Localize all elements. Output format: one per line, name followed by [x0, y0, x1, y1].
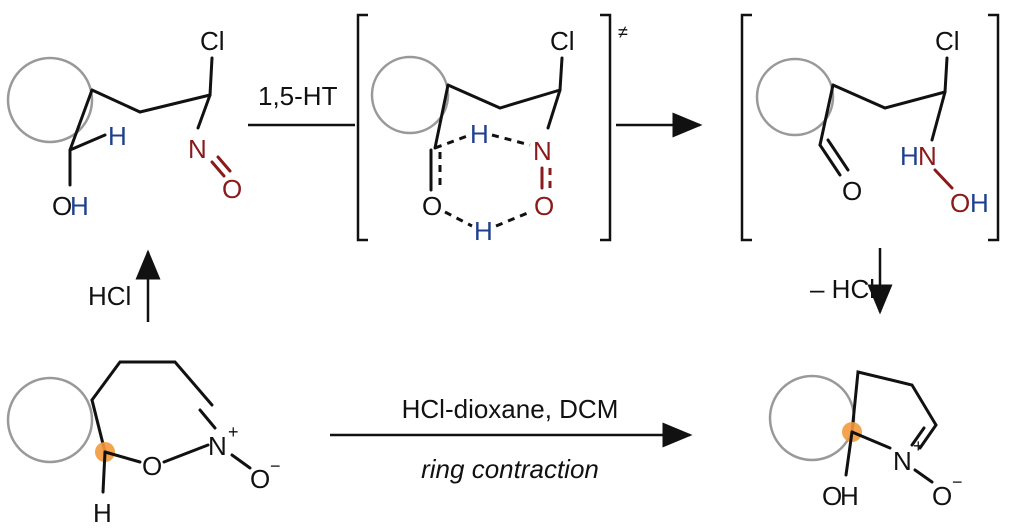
charge-plus: +	[228, 422, 239, 442]
chloronitroso-alcohol: Cl H N O O H	[6, 26, 242, 221]
atom-cl: Cl	[200, 26, 225, 56]
ring-placeholder	[6, 56, 94, 144]
atom-n: N	[188, 134, 207, 164]
atom-o-nitroso: O	[534, 191, 554, 221]
charge-minus: −	[952, 472, 963, 492]
atom-o-ring: O	[142, 451, 162, 481]
charge-minus: −	[270, 456, 281, 476]
bracket-left	[356, 13, 368, 242]
atom-cl: Cl	[935, 26, 960, 56]
hydroxylamine-intermediate: Cl O H N O H	[740, 13, 1000, 242]
atom-h-hydroxyl: H	[970, 188, 989, 218]
pyrroline-n-oxide: N + O − O H	[768, 370, 963, 511]
atom-o-hydroxyl: O	[52, 191, 72, 221]
atom-o-oxide: O	[932, 481, 952, 511]
charge-plus: +	[913, 436, 924, 456]
atom-n: N	[918, 141, 937, 171]
atom-h-hydroxyl: H	[70, 191, 89, 221]
atom-o-hydroxyl: O	[950, 188, 970, 218]
label-hcl: HCl	[88, 281, 131, 311]
atom-o-hydroxyl: O	[822, 481, 842, 511]
atom-n: N	[208, 431, 227, 461]
atom-h-amine: H	[900, 141, 919, 171]
chain-bonds	[90, 88, 212, 114]
atom-o-carbonyl: O	[422, 191, 442, 221]
label-minus-hcl: – HCl	[810, 274, 875, 304]
atom-o-nitroso: O	[222, 174, 242, 204]
atom-o-aldehyde: O	[842, 176, 862, 206]
atom-cl: Cl	[550, 26, 575, 56]
atom-n: N	[893, 446, 912, 476]
atom-h: H	[93, 498, 112, 528]
atom-h: H	[108, 121, 127, 151]
oxazine-n-oxide: O N + O − H	[6, 360, 281, 528]
atom-h-hydroxyl: H	[840, 481, 859, 511]
label-conditions: HCl-dioxane, DCM	[402, 394, 619, 424]
label-ring-contraction: ring contraction	[421, 454, 599, 484]
atom-h-transfer-1: H	[470, 119, 489, 149]
atom-o-oxide: O	[250, 464, 270, 494]
label-1-5-ht: 1,5-HT	[258, 81, 338, 111]
transition-state: ≠ Cl H N O O H	[356, 13, 628, 246]
bond-c-cl	[208, 56, 214, 97]
atom-h-transfer-2: H	[474, 216, 493, 246]
atom-n: N	[533, 136, 552, 166]
bracket-right	[600, 13, 612, 242]
transition-state-mark: ≠	[618, 22, 628, 42]
